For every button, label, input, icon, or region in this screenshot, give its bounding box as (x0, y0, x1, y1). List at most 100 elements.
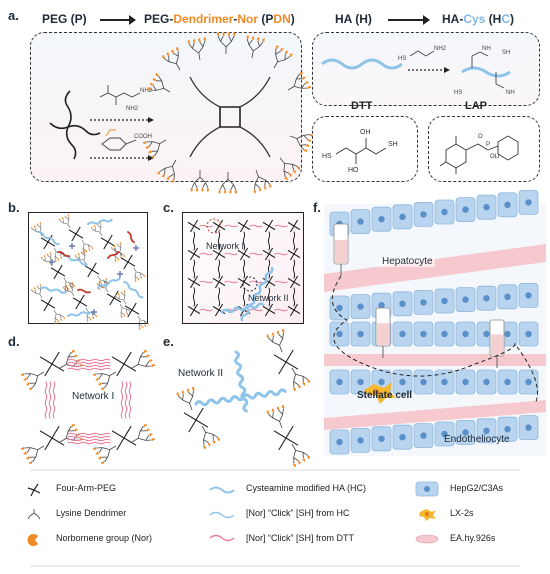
norbornene-icon (92, 446, 97, 450)
dtt-link-icon (249, 280, 263, 284)
dtt-link-icon (249, 224, 263, 228)
norbornene-icon (63, 317, 65, 320)
norbornene-icon (147, 87, 151, 91)
peg-star-icon (212, 275, 226, 289)
norbornene-icon (251, 36, 255, 40)
peg-link-icon (192, 231, 196, 251)
panel-d-network1-label: Network I (72, 391, 115, 402)
dendron-icon (190, 170, 210, 192)
norbornene-icon (148, 150, 152, 154)
peg-star-icon (287, 303, 301, 317)
svg-text:OH: OH (360, 129, 371, 136)
dtt-link-icon (67, 358, 111, 362)
norbornene-icon (266, 410, 270, 414)
pdn-title: PEG-Dendrimer-Nor (PDN) (144, 12, 295, 26)
norbornene-icon (206, 188, 210, 192)
legend-eahy-label: EA.hy.926s (450, 533, 496, 543)
peg-link-icon (242, 259, 246, 279)
norbornene-icon (67, 213, 70, 216)
dendron-icon (137, 315, 149, 331)
svg-text:NH: NH (482, 46, 491, 52)
norbornene-icon (95, 451, 99, 455)
norbornene-icon (86, 320, 89, 323)
dendron-icon (176, 386, 195, 411)
peg-star-icon (120, 254, 136, 270)
peg-star-icon (237, 275, 251, 289)
ha-chain-icon (37, 230, 60, 246)
norbornene-icon (307, 139, 311, 143)
norbornene-icon (123, 289, 126, 292)
norbornene-icon (117, 258, 120, 261)
norbornene-icon (120, 291, 123, 294)
norbornene-icon (68, 283, 71, 286)
nucleus (420, 299, 427, 306)
peg-link-icon (217, 287, 221, 307)
pdn-open: (P (258, 12, 274, 26)
dtt-link-icon (274, 224, 288, 228)
peg-star-icon (39, 351, 65, 377)
norbornene-icon (171, 179, 175, 183)
norbornene-icon (120, 316, 123, 319)
norbornene-icon (166, 52, 170, 56)
norbornene-icon (304, 149, 308, 153)
dtt-link-icon (67, 367, 111, 371)
nucleus (441, 430, 448, 438)
dtt-link-icon (199, 308, 213, 312)
dendron-icon (253, 169, 272, 194)
legend-lx2-icon (419, 509, 436, 521)
dtt-icon (127, 231, 135, 244)
legend-graphic (27, 469, 520, 567)
norbornene-icon (271, 408, 275, 412)
lap-box (428, 116, 540, 182)
norbornene-icon (216, 32, 220, 36)
norbornene-icon (292, 387, 296, 392)
norbornene-icon (157, 171, 161, 175)
norbornene-icon (266, 334, 270, 338)
dtt-link-icon (274, 308, 288, 312)
ha-chain-icon (97, 276, 121, 289)
dendron-icon (75, 249, 87, 265)
norbornene-icon (137, 278, 140, 281)
nucleus (483, 204, 490, 211)
norbornene-icon (119, 241, 122, 244)
legend-norbornene-label: Norbornene group (Nor) (56, 533, 153, 543)
peg-star-icon (187, 275, 201, 289)
nucleus (441, 297, 448, 305)
norbornene-icon (227, 32, 231, 36)
norbornene-icon (60, 256, 63, 259)
dendron-icon (246, 35, 266, 59)
ha-network-chain (220, 302, 265, 314)
pdn-dendrimer: Dendrimer (173, 12, 234, 26)
norbornene-icon (143, 350, 148, 354)
peg-star-icon (40, 296, 56, 312)
ha-chain-icon (123, 281, 144, 299)
dendron-icon (31, 221, 43, 237)
peg-link-icon (292, 259, 296, 279)
lysine-reagent-icon: NH2 NH2 (99, 85, 153, 112)
legend-four-arm-peg-icon (27, 483, 41, 497)
dendron-icon (92, 445, 117, 464)
dendron-icon (63, 281, 75, 297)
norbornene-icon (71, 424, 76, 428)
svg-text:HO: HO (348, 167, 359, 174)
norbornene-icon (234, 190, 238, 194)
endothelial-band (324, 354, 546, 366)
dtt-link-icon (67, 361, 111, 365)
norbornene-icon (95, 377, 99, 381)
dendron-icon (266, 404, 285, 429)
norbornene-icon (39, 221, 42, 224)
svg-text:HS: HS (322, 153, 332, 160)
dendron-icon (218, 172, 238, 194)
norbornene-icon (142, 140, 147, 144)
nucleus (504, 293, 511, 300)
svg-text:SH: SH (502, 50, 510, 56)
svg-text:HS: HS (454, 90, 462, 96)
dtt-link-icon (52, 381, 56, 419)
ha-chain-icon (41, 286, 67, 294)
panel-e-label: e. (163, 334, 174, 349)
norbornene-icon (292, 463, 296, 468)
nucleus (441, 208, 448, 216)
dtt-icon (107, 251, 120, 259)
dendron-icon (201, 425, 220, 450)
norbornene-icon (91, 247, 93, 250)
